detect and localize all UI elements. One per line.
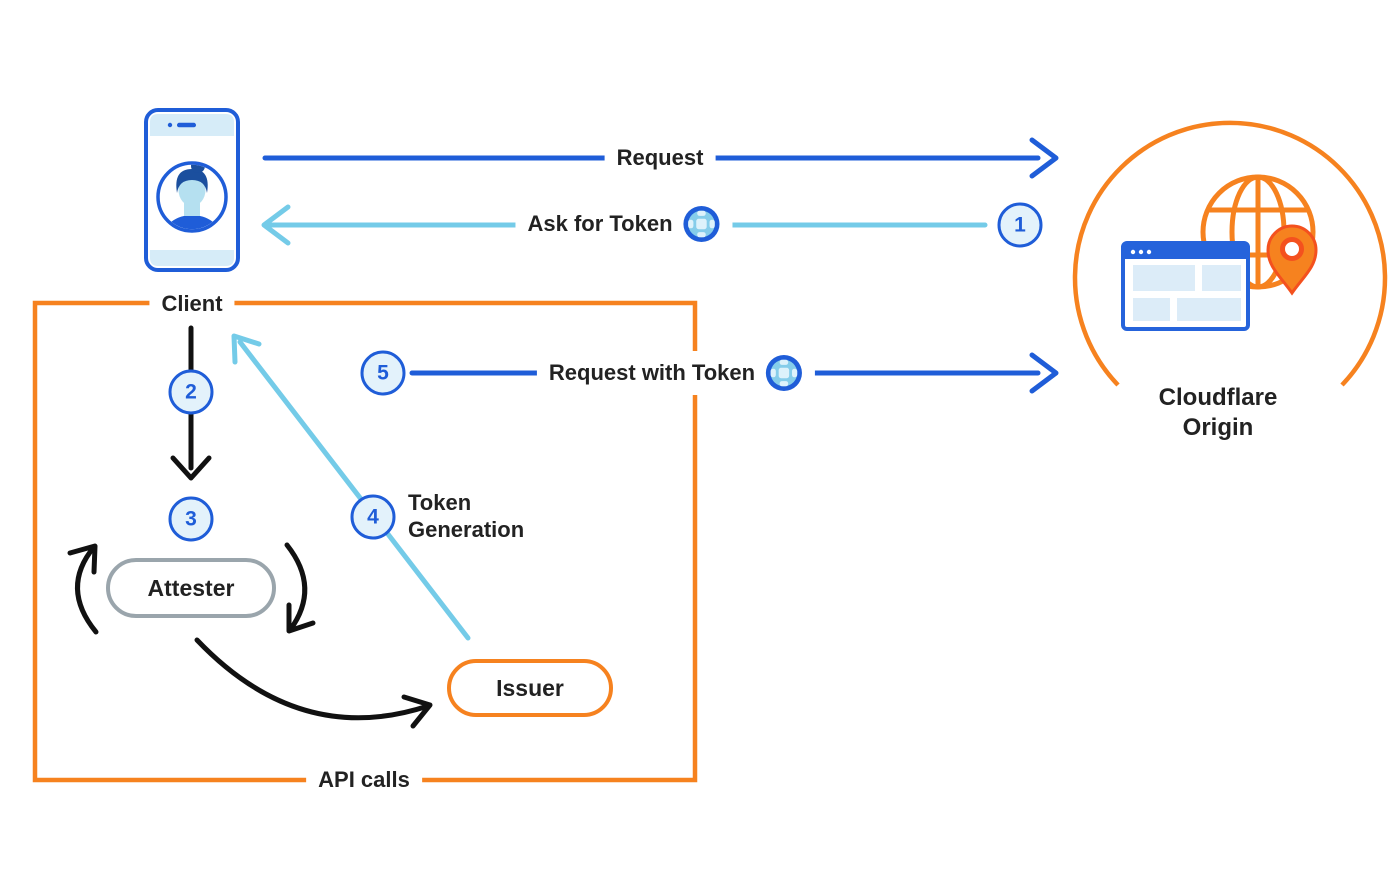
pin-hole: [1280, 237, 1304, 261]
ask-for-token-text: Ask for Token: [527, 210, 673, 236]
phone-speaker-dash: [177, 122, 196, 128]
issuer-node: Issuer: [447, 659, 613, 717]
step-1-badge: 1: [997, 202, 1043, 248]
browser-dot-2: [1138, 249, 1144, 255]
cloudflare-origin-label: Cloudflare Origin: [1159, 383, 1278, 443]
browser-title-bar: [1125, 245, 1246, 259]
token-generation-line1: Token: [408, 490, 472, 515]
phone-bottom-bar: [150, 250, 234, 266]
attester-cycle-left-arrowhead: [67, 543, 98, 575]
browser-block-2: [1202, 265, 1241, 291]
ask-for-token-label: Ask for Token: [515, 202, 733, 246]
phone-camera-dot: [167, 122, 173, 128]
attester-cycle-right-arc: [284, 542, 308, 633]
token-icon: [683, 205, 720, 243]
origin-circle: [1072, 120, 1388, 387]
browser-block-3: [1133, 298, 1170, 321]
api-calls-label: API calls: [306, 763, 422, 797]
token-generation-label: Token Generation: [408, 489, 524, 543]
token-generation-line2: Generation: [408, 517, 525, 542]
avatar-face: [178, 174, 206, 206]
browser-block-1: [1133, 265, 1195, 291]
token-icon: [766, 354, 803, 392]
client-to-attester-arrowhead: [170, 455, 212, 481]
issuer-to-client-arrow: [231, 333, 471, 641]
cloudflare-origin-line2: Origin: [1182, 414, 1254, 441]
browser-window-icon: [1121, 241, 1250, 331]
attester-node: Attester: [106, 558, 276, 618]
globe-browser-location-pin-icon: [1121, 174, 1318, 331]
step-5-badge: 5: [360, 350, 406, 396]
cloudflare-origin-line1: Cloudflare: [1158, 384, 1278, 411]
attester-to-issuer-arrow: [194, 637, 433, 729]
avatar-shoulders: [164, 215, 220, 230]
globe-icon: [1200, 174, 1316, 290]
issuer-to-client-line: [237, 339, 471, 641]
browser-dot-1: [1130, 249, 1136, 255]
avatar-hair-bun: [191, 164, 205, 173]
request-label: Request: [604, 141, 716, 175]
request-arrowhead: [1029, 137, 1059, 179]
attester-cycle-arrows: [67, 542, 316, 635]
request-with-token-text: Request with Token: [548, 359, 756, 385]
step-2-badge: 2: [168, 369, 214, 415]
attester-label: Attester: [147, 574, 235, 601]
client-label: Client: [149, 287, 235, 321]
request-with-token-label: Request with Token: [536, 351, 816, 395]
attester-to-issuer-arc: [194, 637, 431, 721]
issuer-label: Issuer: [496, 674, 564, 701]
attester-cycle-left-arc: [75, 544, 99, 635]
issuer-to-client-arrowhead: [231, 333, 262, 365]
smartphone-user-icon: [144, 108, 240, 272]
step-3-badge: 3: [168, 496, 214, 542]
attester-cycle-right-arrowhead: [286, 602, 316, 634]
location-pin-icon: [1266, 224, 1318, 296]
browser-dot-3: [1146, 249, 1152, 255]
ask-for-token-arrowhead: [261, 204, 291, 246]
attester-to-issuer-arrowhead: [401, 694, 433, 729]
user-avatar-icon: [164, 164, 220, 230]
browser-block-4: [1177, 298, 1241, 321]
avatar-hair: [176, 169, 208, 193]
step-4-badge: 4: [350, 494, 396, 540]
request-with-token-arrowhead: [1029, 352, 1059, 394]
